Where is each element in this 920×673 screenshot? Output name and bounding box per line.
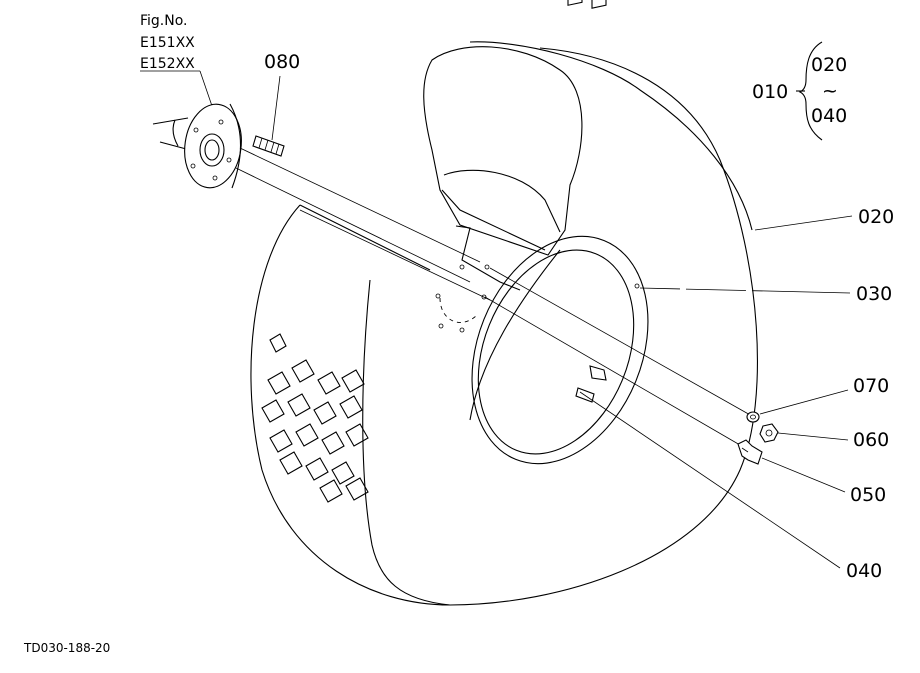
axis-line-2 xyxy=(235,167,471,283)
leader-080 xyxy=(271,75,281,141)
stud-bolt xyxy=(252,135,285,157)
drawing-id: TD030-188-20 xyxy=(23,641,110,655)
fig-code-leader xyxy=(199,70,213,107)
valve xyxy=(575,365,607,403)
hub-flange xyxy=(152,103,242,189)
wheel-rim xyxy=(469,235,649,465)
fig-code-1: E151XX xyxy=(140,35,195,51)
callout-040: 040 xyxy=(846,560,882,582)
nut-060 xyxy=(759,423,779,443)
leader-050 xyxy=(761,457,846,493)
bolt-050 xyxy=(737,439,763,465)
bolt-pattern xyxy=(435,264,490,333)
leader-040 xyxy=(579,391,841,569)
callout-070: 070 xyxy=(853,375,889,397)
group-bracket xyxy=(798,41,823,141)
callout-010: 010 xyxy=(752,81,788,103)
callout-080: 080 xyxy=(264,51,300,73)
callout-030: 030 xyxy=(856,283,892,305)
callout-020: 020 xyxy=(858,206,894,228)
leader-070 xyxy=(759,389,849,415)
leader-060 xyxy=(777,432,849,441)
axis-line-070 xyxy=(489,267,753,417)
tire xyxy=(250,41,758,606)
washer-070 xyxy=(746,411,760,423)
leader-030 xyxy=(639,287,851,294)
fig-number-label: Fig.No. xyxy=(140,13,188,29)
axis-line-1 xyxy=(239,147,481,263)
tread-top xyxy=(567,0,607,9)
callout-group-040: 040 xyxy=(811,105,847,127)
leader-020 xyxy=(754,215,853,231)
callout-050: 050 xyxy=(850,484,886,506)
callout-060: 060 xyxy=(853,429,889,451)
tread-side xyxy=(261,333,369,503)
callout-group-tilde: ~ xyxy=(822,80,838,102)
axis-line-050 xyxy=(484,296,741,446)
axis-line-3 xyxy=(299,209,491,301)
fig-code-2: E152XX xyxy=(140,56,195,72)
callout-group-020: 020 xyxy=(811,54,847,76)
